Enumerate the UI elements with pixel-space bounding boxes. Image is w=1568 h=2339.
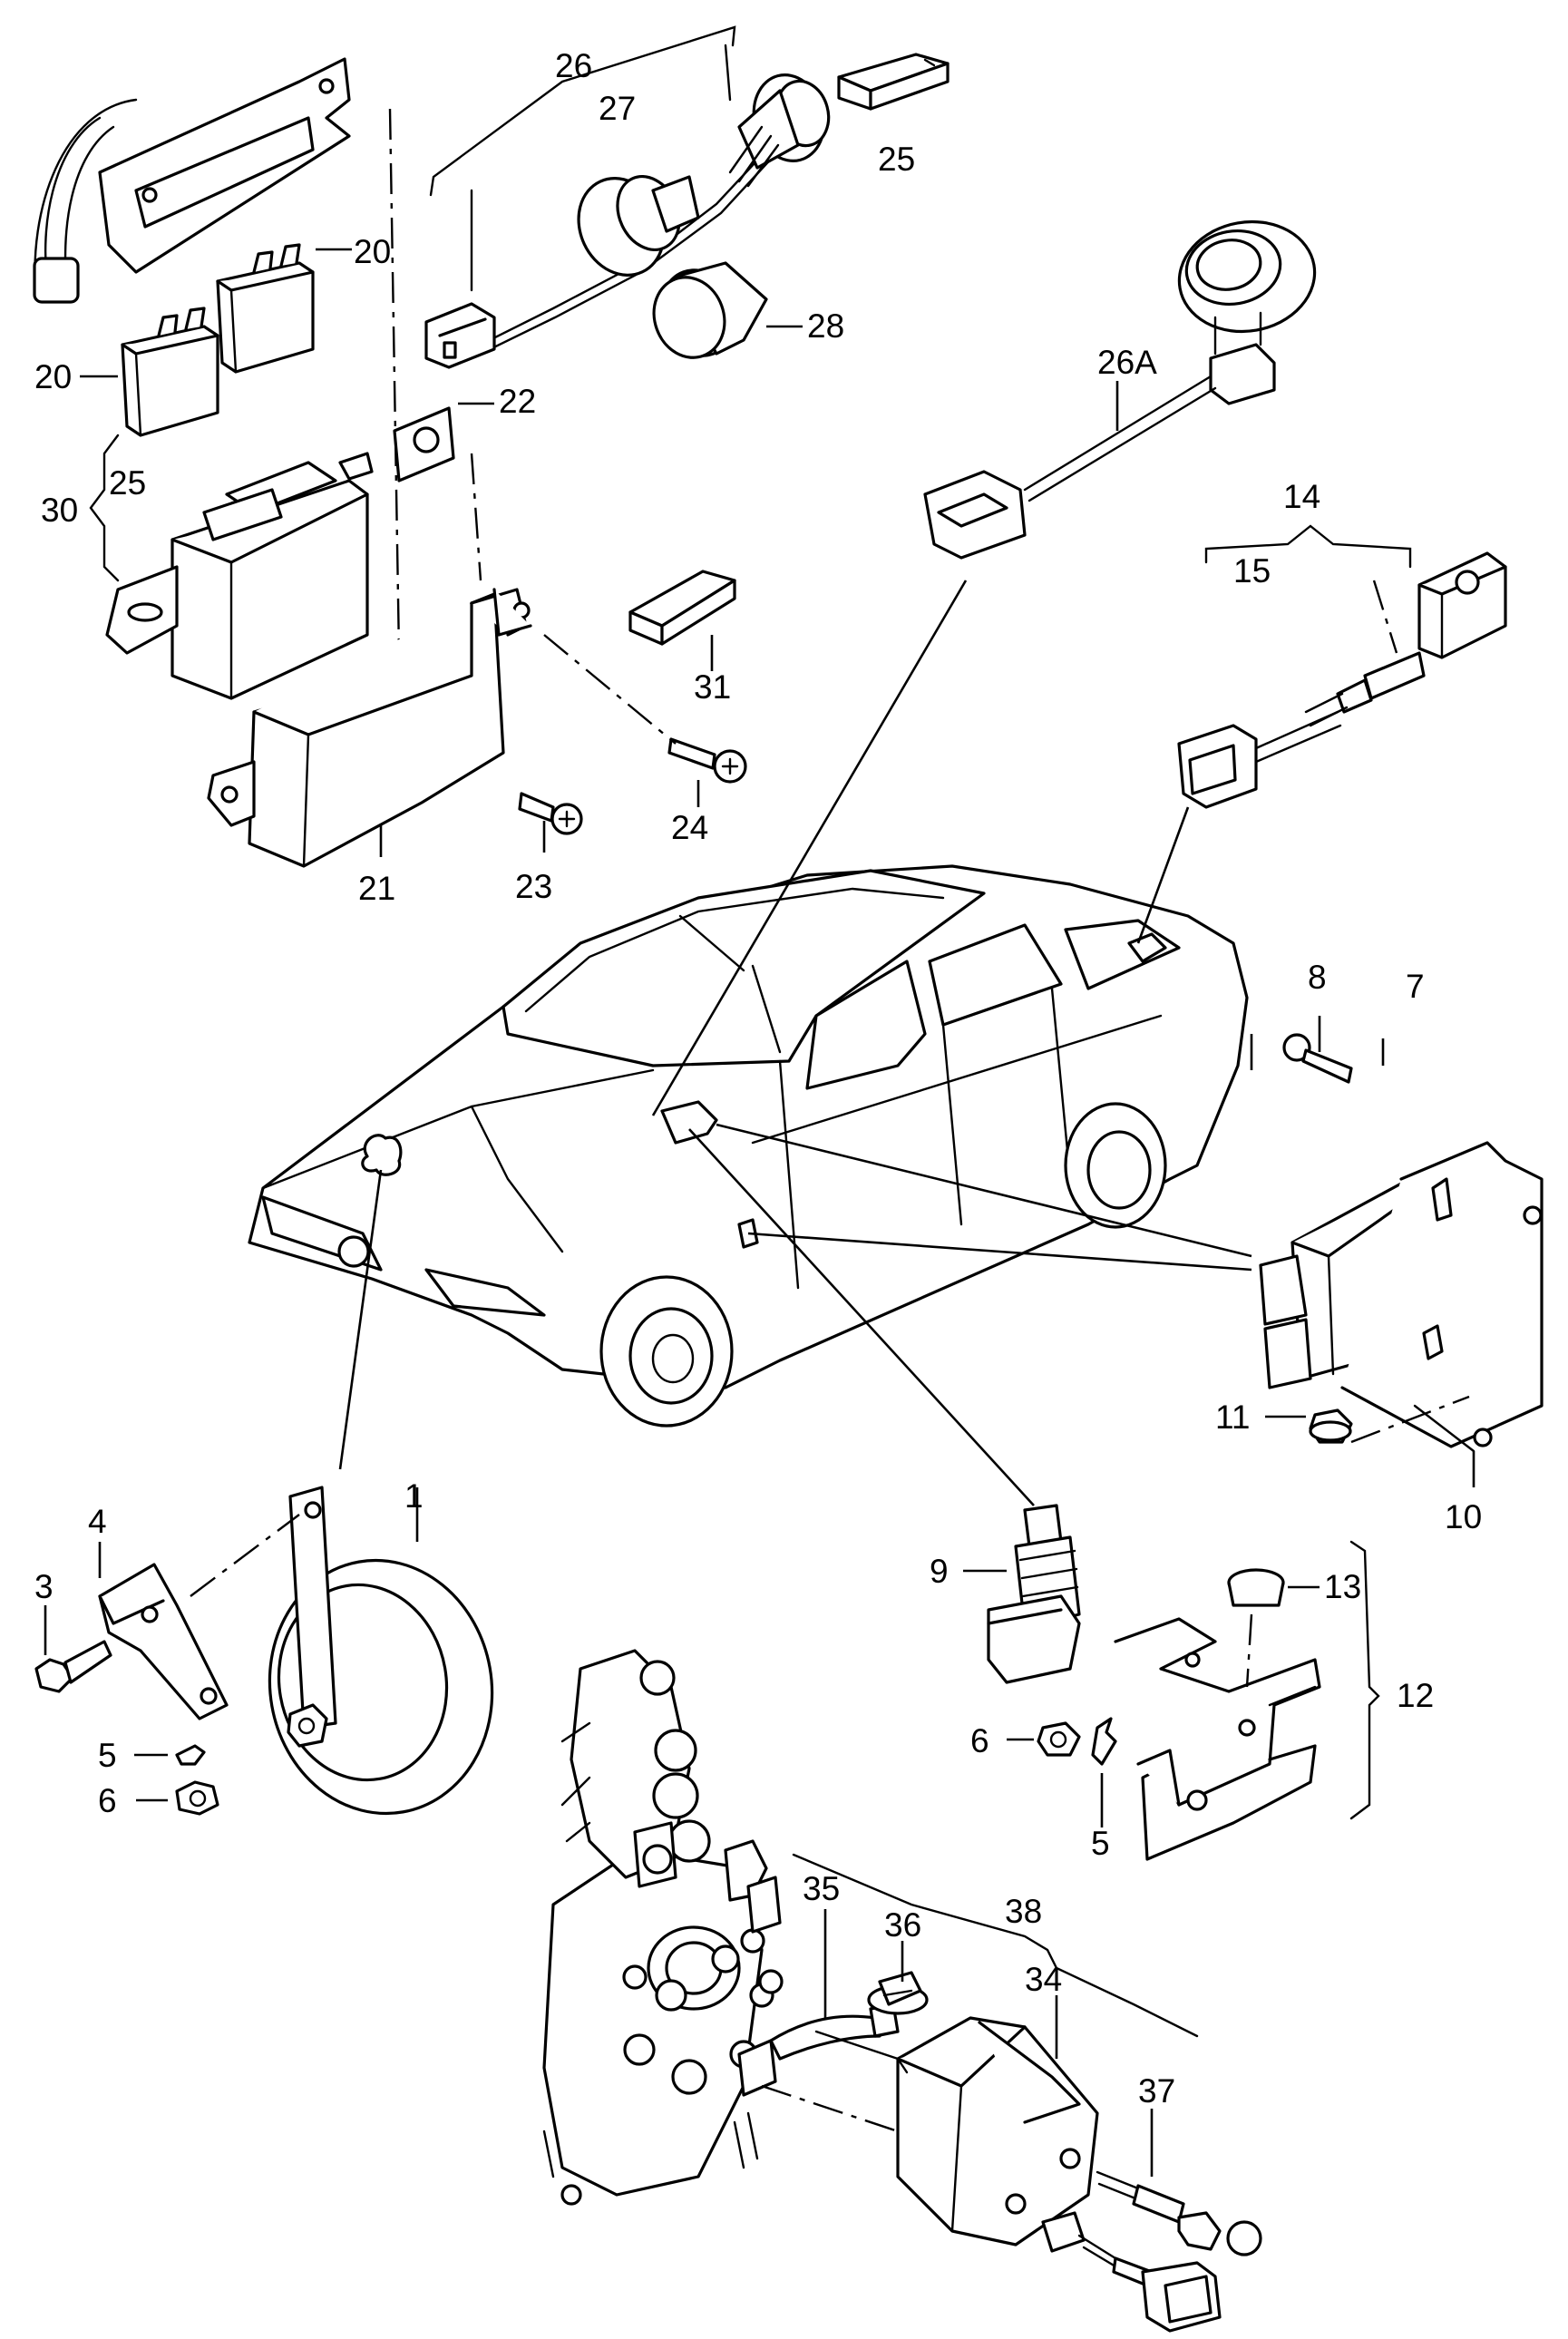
screw-8	[1282, 1033, 1353, 1084]
switch-14	[1304, 551, 1507, 727]
label-35: 35	[803, 1870, 840, 1907]
washer-5-right	[1091, 1717, 1117, 1766]
screw-24	[543, 634, 747, 784]
relay-20b	[121, 307, 219, 437]
group-brackets	[89, 25, 1475, 2038]
part-number-labels: 26 27 25 20 28 26A 20 22 25 14 30 15 31 …	[34, 47, 1482, 2110]
clip-22	[393, 406, 482, 581]
label-36: 36	[884, 1906, 921, 1944]
washer-5-left	[175, 1744, 206, 1766]
label-24: 24	[671, 809, 708, 846]
label-34: 34	[1025, 1961, 1062, 1998]
label-4: 4	[88, 1503, 107, 1540]
label-3: 3	[34, 1568, 54, 1605]
injection-pump	[542, 1649, 784, 2206]
label-7: 7	[1406, 968, 1425, 1005]
bracket-12	[1114, 1617, 1321, 1861]
connector-housing-26	[728, 73, 831, 188]
label-26a: 26A	[1097, 344, 1157, 381]
bracket-21	[207, 588, 532, 868]
label-37: 37	[1138, 2072, 1175, 2110]
nut-36	[867, 1971, 929, 2015]
horn-1	[190, 1486, 494, 1816]
label-20-right: 20	[354, 233, 391, 270]
cap-28	[652, 261, 768, 359]
label-22: 22	[499, 383, 536, 420]
nut-6-right	[1037, 1721, 1081, 1757]
label-leaders	[44, 248, 1475, 2177]
harness-26	[424, 134, 787, 369]
label-27: 27	[599, 90, 636, 127]
connector-37-lead	[761, 2084, 1222, 2333]
label-38: 38	[1005, 1893, 1042, 1930]
label-5-right: 5	[1091, 1825, 1110, 1862]
label-30: 30	[41, 492, 78, 529]
screw-23	[518, 792, 583, 835]
relay-20a	[216, 243, 315, 374]
label-21: 21	[358, 870, 395, 907]
vehicle-body	[248, 864, 1249, 1428]
label-28: 28	[807, 307, 844, 345]
relay-carrier-assembly	[33, 57, 401, 654]
switch-9	[987, 1504, 1081, 1684]
relay-carrier-30	[105, 452, 374, 700]
label-12: 12	[1397, 1677, 1434, 1714]
nut-6-left	[175, 1780, 219, 1816]
label-1: 1	[404, 1477, 424, 1515]
label-11: 11	[1215, 1399, 1250, 1436]
bracket-4	[98, 1563, 229, 1720]
cover-31	[628, 570, 736, 646]
label-9: 9	[930, 1553, 949, 1590]
label-20-left: 20	[34, 358, 72, 395]
bolt-3	[34, 1640, 112, 1693]
leader-lines	[338, 580, 1252, 1506]
sensor-34	[896, 2016, 1099, 2246]
control-unit-7	[1259, 1141, 1544, 1448]
label-13: 13	[1324, 1568, 1361, 1605]
switch-15	[1177, 710, 1342, 809]
label-6-right: 6	[970, 1722, 989, 1759]
plug-13	[1227, 1568, 1285, 1688]
label-5-left: 5	[98, 1737, 117, 1774]
clamp-35	[737, 2003, 909, 2097]
label-10: 10	[1445, 1498, 1482, 1535]
label-25-top: 25	[878, 141, 915, 178]
label-23: 23	[515, 868, 552, 905]
label-26: 26	[555, 47, 592, 84]
harness-26a	[923, 219, 1317, 560]
label-14: 14	[1283, 478, 1320, 515]
nut-11	[1309, 1395, 1470, 1444]
bolt-37	[1096, 2170, 1262, 2256]
label-25-left: 25	[109, 464, 146, 502]
grommet-27	[577, 175, 700, 277]
label-6-left: 6	[98, 1782, 117, 1819]
plug-25-top	[837, 53, 950, 111]
label-8: 8	[1308, 959, 1327, 996]
label-31: 31	[694, 668, 731, 706]
label-15: 15	[1233, 552, 1271, 590]
